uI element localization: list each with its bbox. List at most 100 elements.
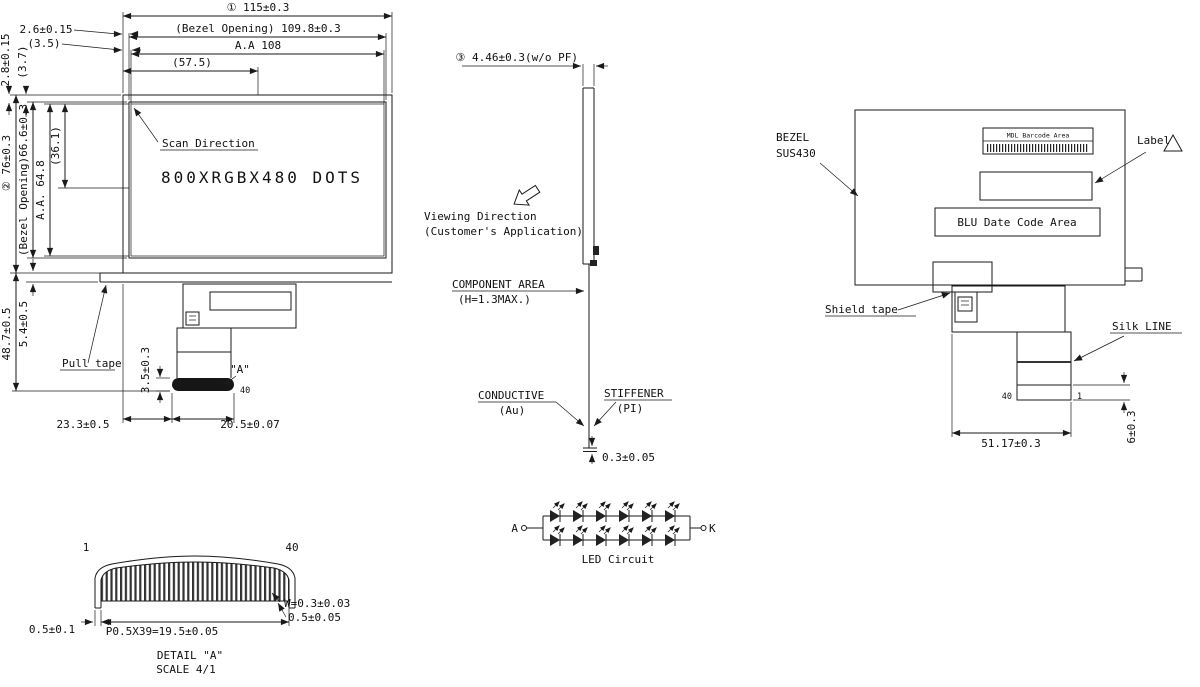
bezel-line1: BEZEL: [776, 131, 809, 144]
front-top-dimensions: ① 115±0.3 (Bezel Opening) 109.8±0.3 A.A …: [20, 1, 393, 104]
back-module-outline: [854, 109, 1126, 286]
side-profile: [582, 87, 599, 452]
dim-bezel-opening-width: (Bezel Opening) 109.8±0.3: [175, 22, 341, 35]
front-pin40-label: 40: [240, 386, 250, 396]
back-component-box: [957, 296, 973, 312]
led-circuit-diagram: A K LED Circuit: [511, 502, 716, 566]
bezel-opening-outline: [128, 101, 387, 259]
cathode-terminal: [700, 525, 707, 531]
dim-pin-margin: 0.5±0.05: [288, 611, 341, 624]
bezel-line2: SUS430: [776, 147, 816, 160]
viewing-direction-line1: Viewing Direction: [424, 210, 537, 223]
back-dimensions: 51.17±0.3 6±0.3: [951, 334, 1138, 450]
cathode-label: K: [709, 522, 716, 535]
component-area-line1: COMPONENT AREA: [452, 278, 545, 291]
dim-offset-top-aa: (3.7): [16, 45, 29, 78]
back-fpc-wide-area: [951, 285, 1066, 333]
viewing-direction-arrow-icon: [513, 184, 541, 206]
fpc-connector-end: [172, 378, 234, 391]
connector-pin-comb: [101, 562, 289, 601]
dim-offset-left-bezel: 2.6±0.15: [20, 23, 73, 36]
detail-a-reference: "A": [230, 363, 250, 376]
dim-fpc-length: 48.7±0.5: [0, 308, 13, 361]
fpc-component-box: [185, 311, 200, 326]
front-annotations: Scan Direction 800XRGBX480 DOTS: [133, 107, 363, 187]
scan-direction-arrow: [133, 107, 159, 143]
blu-date-code-area: BLU Date Code Area: [934, 207, 1101, 237]
dim-bezel-opening-height: (Bezel Opening)66.6±0.3: [17, 104, 30, 256]
scan-direction-label: Scan Direction: [162, 137, 255, 150]
dim-stiffener-thickness: 0.3±0.05: [602, 451, 655, 464]
detail-pin40-label: 40: [285, 541, 298, 554]
anode-label: A: [511, 522, 518, 535]
stiffener-thickness-dimension: 0.3±0.05: [588, 436, 655, 464]
side-view: ③ 4.46±0.3(w/o PF) Viewing Direction (Cu…: [424, 51, 672, 464]
back-connector-band: [1016, 384, 1072, 401]
dim-connector-thickness: 3.5±0.3: [139, 347, 152, 393]
component-area-line2: (H=1.3MAX.): [458, 293, 531, 306]
blu-date-code-box: [934, 207, 1101, 237]
dim-active-area-width: A.A 108: [235, 39, 281, 52]
back-pin40-label: 40: [1002, 392, 1012, 402]
blu-date-code-label: BLU Date Code Area: [957, 216, 1076, 229]
front-fpc: "A" 40: [172, 283, 297, 396]
dim-center-width: (57.5): [172, 56, 212, 69]
viewing-direction-line2: (Customer's Application): [424, 225, 583, 238]
fpc-contact-band: [209, 291, 292, 311]
viewing-direction: Viewing Direction (Customer's Applicatio…: [424, 184, 583, 238]
back-view: MDL Barcode Area Label BLU Date Code Are…: [776, 109, 1183, 450]
front-left-dimensions: ② 76±0.3 (Bezel Opening)66.6±0.3 A.A. 64…: [0, 34, 129, 283]
detail-a-title: DETAIL "A": [157, 649, 223, 662]
warning-triangle-icon: [1163, 133, 1183, 152]
dim-connector-offset: 23.3±0.5: [57, 418, 110, 431]
led-circuit-caption: LED Circuit: [582, 553, 655, 566]
stiffener-callout: STIFFENER (PI): [593, 387, 672, 427]
back-right-tab: [1125, 267, 1143, 282]
detail-a-shape: [94, 555, 296, 609]
conductive-callout: CONDUCTIVE (Au): [478, 389, 585, 427]
front-view: ① 115±0.3 (Bezel Opening) 109.8±0.3 A.A …: [0, 1, 393, 431]
dim-pitch: P0.5X39=19.5±0.05: [106, 625, 219, 638]
stiffener-line2: (PI): [617, 402, 644, 415]
label-text: Label: [1137, 134, 1170, 147]
back-pin1-label: 1: [1077, 392, 1082, 402]
dim-active-area-height: A.A. 64.8: [34, 160, 47, 220]
dim-offset-top-bezel: 2.8±0.15: [0, 34, 12, 87]
front-bottom-dimensions: Pull tape 48.7±0.5 5.4±0.5 3.5±0.3 23.3±…: [0, 259, 280, 431]
dim-tape-height: 5.4±0.5: [17, 301, 30, 347]
dim-back-fpc-width: 51.17±0.3: [981, 437, 1041, 450]
conductive-line1: CONDUCTIVE: [478, 389, 544, 402]
front-view-outline: [99, 94, 393, 283]
back-fpc: 40 1: [932, 261, 1082, 402]
detail-a-scale: SCALE 4/1: [156, 663, 216, 676]
component-bump: [593, 246, 599, 255]
component-area-callout: COMPONENT AREA (H=1.3MAX.): [452, 278, 584, 306]
mdl-barcode-area: MDL Barcode Area: [982, 127, 1094, 155]
conductive-line2: (Au): [499, 404, 526, 417]
fpc-hatched-area: [182, 283, 297, 329]
module-outline: [122, 94, 393, 274]
pull-tape-label: Pull tape: [62, 357, 122, 370]
dim-total-height: ② 76±0.3: [0, 135, 13, 191]
shield-tape-callout: Shield tape: [825, 292, 951, 317]
dim-comb-height: 6±0.3: [1125, 410, 1138, 443]
detail-a-dimensions: 0.5±0.1 P0.5X39=19.5±0.05 W=0.3±0.03 0.5…: [29, 592, 350, 638]
shield-tape-label: Shield tape: [825, 303, 898, 316]
dim-pin-width: W=0.3±0.03: [284, 597, 350, 610]
dim-offset-left-aa: (3.5): [27, 37, 60, 50]
dim-end-margin: 0.5±0.1: [29, 623, 75, 636]
detail-a-view: 1 40 0.5±0.1 P0.5X39=19.5±0.05 W=0.3±0.0…: [29, 541, 350, 676]
detail-pin1-label: 1: [83, 541, 90, 554]
dim-total-width: ① 115±0.3: [227, 1, 290, 14]
resolution-label: 800XRGBX480 DOTS: [161, 168, 363, 187]
label-callout: Label: [1094, 133, 1183, 184]
silk-line-callout: Silk LINE: [1073, 320, 1182, 362]
mdl-barcode-label: MDL Barcode Area: [1007, 132, 1070, 140]
bezel-callout: BEZEL SUS430: [776, 131, 859, 197]
barcode-stripe: [987, 144, 1089, 152]
dim-connector-width: 20.5±0.07: [220, 418, 280, 431]
stiffener-line1: STIFFENER: [604, 387, 664, 400]
dim-center-height: (36.1): [49, 126, 62, 166]
side-thickness-dimension: ③ 4.46±0.3(w/o PF): [456, 51, 608, 86]
